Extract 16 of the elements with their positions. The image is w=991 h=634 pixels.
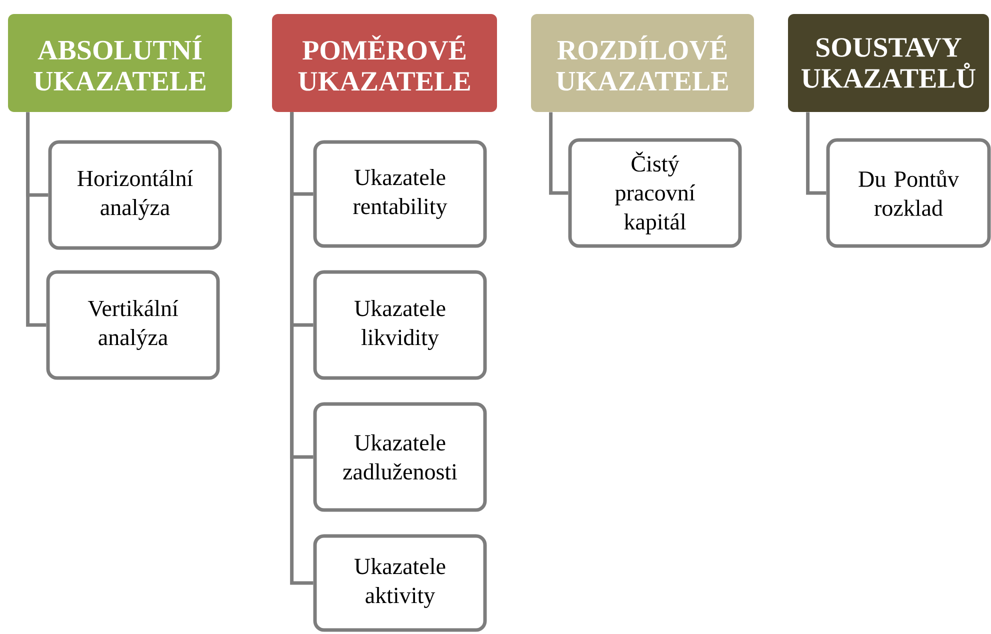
connector-line (806, 112, 826, 195)
category-header: ABSOLUTNÍ UKAZATELE (8, 14, 232, 112)
connector-line (26, 112, 46, 327)
item-box: Du Pontův rozklad (826, 138, 991, 248)
item-box: Ukazatele likvidity (313, 270, 487, 380)
item-box: Ukazatele rentability (313, 140, 487, 248)
item-box: Horizontální analýza (48, 140, 222, 250)
category-header: SOUSTAVY UKAZATELŮ (788, 14, 989, 112)
item-box: Čistý pracovní kapitál (568, 138, 742, 248)
category-header: ROZDÍLOVÉ UKAZATELE (531, 14, 754, 112)
item-box: Ukazatele zadluženosti (313, 402, 487, 512)
item-box: Vertikální analýza (46, 270, 220, 380)
category-header: POMĚROVÉ UKAZATELE (272, 14, 497, 112)
item-box: Ukazatele aktivity (313, 534, 487, 632)
connector-line (290, 112, 314, 585)
connector-line (549, 112, 568, 195)
